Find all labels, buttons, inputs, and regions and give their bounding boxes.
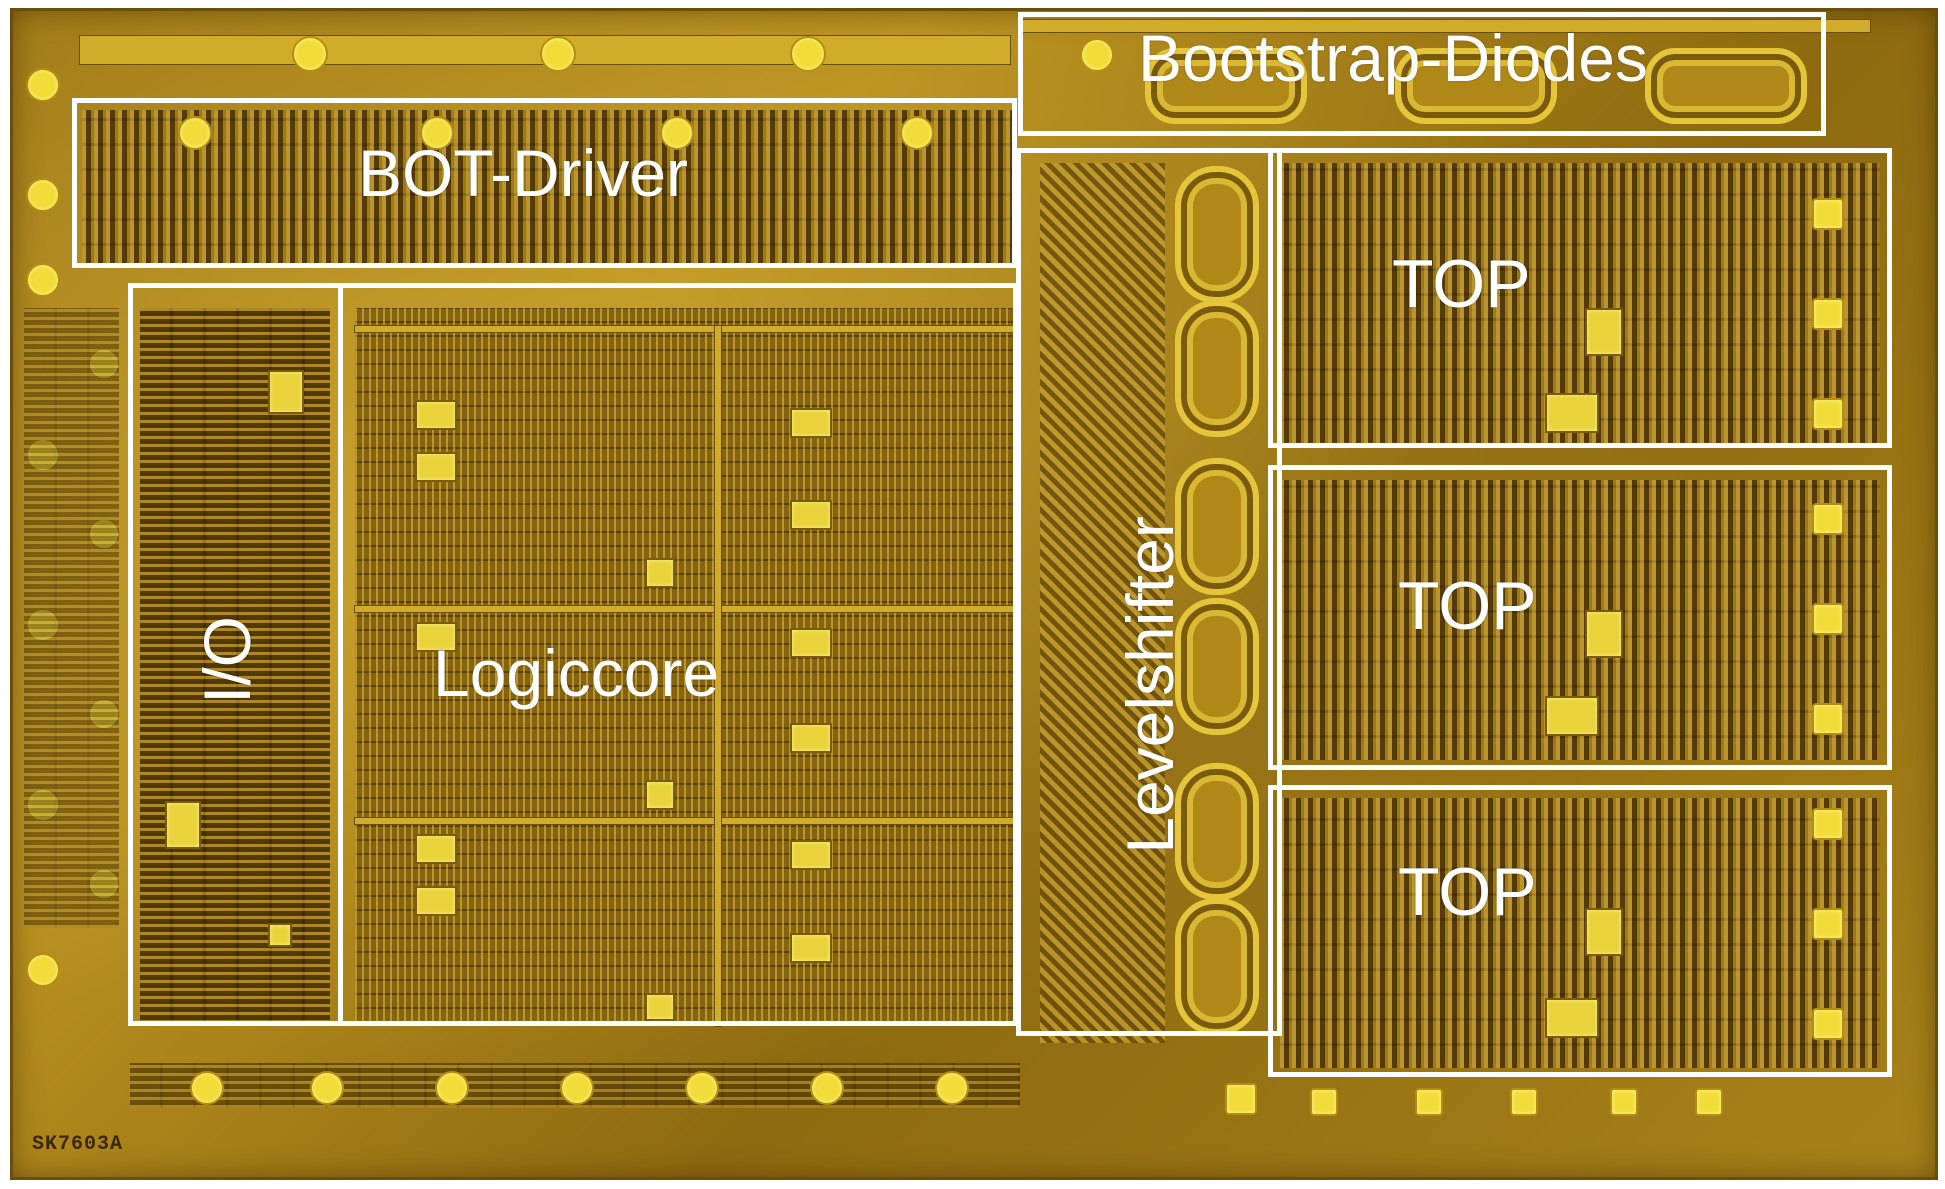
bond-pad	[292, 36, 328, 72]
bond-pad	[1812, 503, 1844, 535]
top-frame-2	[1268, 465, 1892, 770]
logiccore-bus	[715, 326, 721, 1026]
logiccore-frame	[338, 283, 1018, 1026]
bond-pad	[1812, 398, 1844, 430]
bond-pad	[1812, 908, 1844, 940]
levelshifter-coil	[1175, 300, 1259, 437]
bond-pad	[26, 263, 60, 297]
bond-pad	[1812, 808, 1844, 840]
bond-pad	[26, 953, 60, 987]
bootstrap-diodes-frame	[1018, 12, 1826, 136]
chip-die-photo: SK7603A	[10, 8, 1938, 1180]
top-frame-3	[1268, 785, 1892, 1077]
top-pad	[1545, 998, 1599, 1038]
logiccore-bus	[355, 818, 1015, 824]
levelshifter-frame	[1016, 148, 1282, 1036]
bootstrap-diodes-label: Bootstrap-Diodes	[1138, 21, 1648, 95]
levelshifter-circuitry	[1040, 163, 1165, 1043]
bond-pad	[178, 116, 212, 150]
logic-pad	[790, 500, 832, 530]
top-pad	[1545, 393, 1599, 433]
logic-pad	[415, 834, 457, 864]
levelshifter-coil	[1175, 763, 1259, 900]
bot-driver-array	[82, 110, 1012, 268]
top-pad	[1585, 308, 1623, 356]
levelshifter-coil	[1175, 898, 1259, 1035]
bootstrap-diode	[1645, 48, 1807, 124]
bond-pad	[900, 116, 934, 150]
top-label-3: TOP	[1398, 854, 1537, 930]
top-pad	[1545, 696, 1599, 736]
bootstrap-diode	[1395, 48, 1557, 124]
bond-pad	[1812, 603, 1844, 635]
bond-pad	[26, 68, 60, 102]
bond-pad	[935, 1071, 969, 1105]
bond-pad	[810, 1071, 844, 1105]
levelshifter-coil	[1175, 598, 1259, 735]
levelshifter-coil	[1175, 166, 1259, 303]
bootstrap-diode	[1145, 48, 1307, 124]
io-circuitry	[140, 308, 330, 1023]
logic-pad	[790, 723, 832, 753]
logic-pad	[645, 993, 675, 1021]
top-frame-1	[1268, 148, 1892, 448]
bond-pad	[685, 1071, 719, 1105]
logic-pad	[415, 886, 457, 916]
logic-pad	[645, 780, 675, 810]
logic-pad	[415, 400, 457, 430]
logic-pad	[790, 628, 832, 658]
logic-pad	[645, 558, 675, 588]
bond-pad	[1695, 1088, 1723, 1116]
bot-driver-frame	[72, 98, 1017, 268]
bond-pad	[790, 36, 826, 72]
io-pad	[268, 923, 292, 947]
logic-pad	[415, 622, 457, 652]
logic-pad	[790, 840, 832, 870]
chip-marking: SK7603A	[32, 1133, 124, 1156]
top-pad	[1585, 610, 1623, 658]
bond-pad	[1310, 1088, 1338, 1116]
bond-pad	[540, 36, 576, 72]
logiccore-label: Logiccore	[433, 636, 720, 710]
top-label-1: TOP	[1392, 246, 1531, 322]
bond-pad	[560, 1071, 594, 1105]
io-pad	[165, 801, 201, 849]
right-top-rail	[1020, 20, 1870, 32]
top-label-2: TOP	[1398, 568, 1537, 644]
logic-pad	[415, 452, 457, 482]
left-contact-stack	[24, 308, 119, 928]
bond-pad	[1812, 703, 1844, 735]
bond-pad	[1415, 1088, 1443, 1116]
io-pad	[268, 370, 304, 414]
bot-driver-label: BOT-Driver	[358, 136, 688, 210]
bond-pad	[1080, 38, 1114, 72]
logic-pad	[790, 933, 832, 963]
io-label: I/O	[190, 615, 264, 705]
logiccore-circuitry	[355, 308, 1015, 1023]
bond-pad	[1610, 1088, 1638, 1116]
logiccore-bus	[355, 326, 1015, 332]
top-pad	[1585, 908, 1623, 956]
bond-pad	[1510, 1088, 1538, 1116]
bond-pad	[1812, 1008, 1844, 1040]
bond-pad	[1812, 198, 1844, 230]
bond-pad	[26, 178, 60, 212]
logiccore-bus	[355, 606, 1015, 612]
levelshifter-label: Levelshifter	[1113, 516, 1187, 854]
bond-pad	[310, 1071, 344, 1105]
bond-pad	[435, 1071, 469, 1105]
levelshifter-coil	[1175, 458, 1259, 595]
bond-pad	[660, 116, 694, 150]
bond-pad	[190, 1071, 224, 1105]
logic-pad	[790, 408, 832, 438]
bond-pad	[1225, 1083, 1257, 1115]
bond-pad	[420, 116, 454, 150]
bond-pad	[1812, 298, 1844, 330]
